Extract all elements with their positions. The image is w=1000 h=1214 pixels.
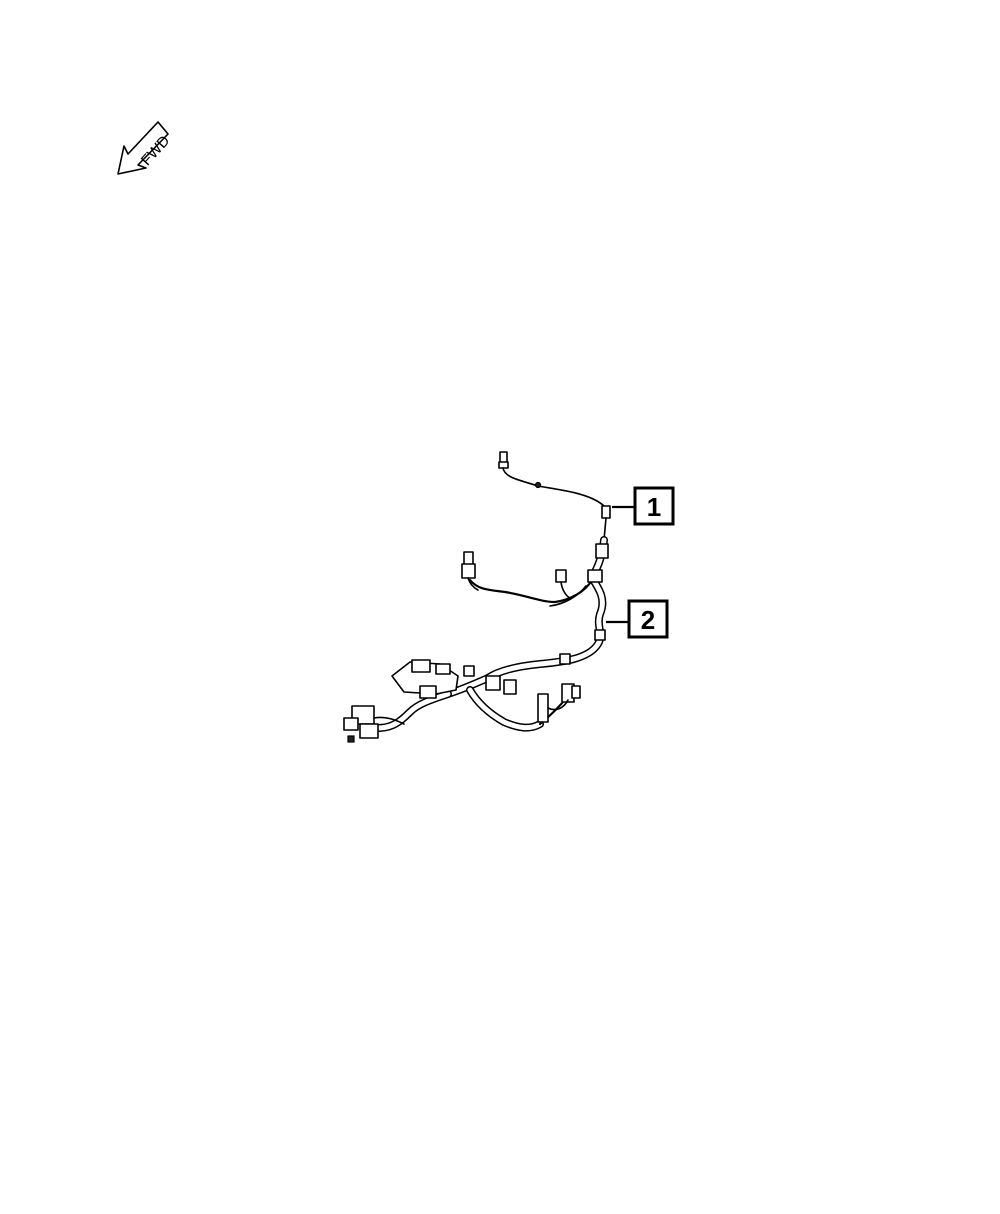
callout-2-box bbox=[627, 599, 669, 639]
callout-2-label: 2 bbox=[641, 605, 655, 635]
seat-wiring-harness bbox=[343, 536, 609, 743]
forward-direction-arrow-icon: FWD bbox=[117, 121, 173, 175]
callout-2: 2 bbox=[606, 599, 669, 639]
callout-1-box bbox=[633, 486, 675, 526]
callout-1: 1 bbox=[612, 486, 675, 526]
seat-wire-upper bbox=[498, 451, 611, 541]
callout-1-label: 1 bbox=[647, 492, 661, 522]
